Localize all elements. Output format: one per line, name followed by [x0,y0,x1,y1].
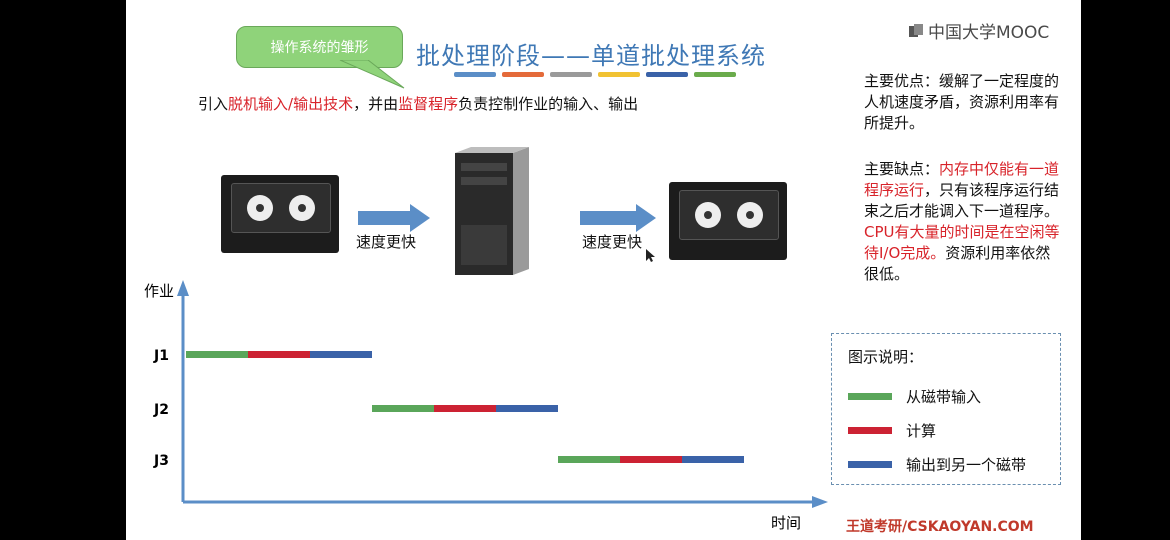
intro-part: 引入 [198,95,229,113]
x-axis-arrow-icon [812,496,828,508]
gantt-bar-j1-0 [186,351,248,358]
footer-brand: 王道考研/CSKAOYAN.COM [846,519,1034,535]
title-color-bar [454,72,496,77]
legend-label: 输出到另一个磁带 [906,456,1027,474]
arrow-right-icon [580,204,656,232]
job-label-j2: J2 [153,402,169,418]
disadvantages-text: 主要缺点：内存中仅能有一道程序运行，只有该程序运行结束之后才能调入下一道程序。C… [864,159,1064,285]
intro-highlight-monitor: 监督程序 [398,95,459,113]
y-axis-label: 作业 [144,282,174,300]
job-label-j3: J3 [153,453,169,469]
mooc-logo: 中国大学MOOC [908,18,1049,43]
slide-title: 批处理阶段——单道批处理系统 [416,42,766,70]
server-icon [455,147,529,275]
gantt-bar-j3-2 [682,456,744,463]
mouse-cursor-icon [646,249,655,262]
advantages-body: 缓解了一定程度的人机速度矛盾，资源利用率有所提升。 [864,72,1060,132]
disadvantages-body-2: 资源利用率依然很低。 [864,244,1051,283]
x-axis-label: 时间 [771,514,801,532]
title-color-bar [550,72,592,77]
legend-swatch [848,427,892,434]
legend-item-compute: 计算 [848,420,936,441]
mooc-logo-text: 中国大学MOOC [928,23,1050,43]
legend-item-output: 输出到另一个磁带 [848,454,1026,475]
intro-highlight-offline: 脱机输入/输出技术 [228,95,354,113]
mooc-logo-icon [908,23,924,39]
input-tape-icon [221,175,339,253]
callout-tail [339,60,405,89]
gantt-bar-j1-1 [248,351,310,358]
legend-swatch [848,461,892,468]
disadvantages-label: 主要缺点： [864,160,940,178]
title-color-bar [694,72,736,77]
output-tape-icon [669,182,787,260]
title-color-bar [646,72,688,77]
gantt-bar-j2-0 [372,405,434,412]
disadvantages-highlight-1: 内存中仅能有一道程序运行 [864,160,1060,199]
legend-label: 从磁带输入 [906,388,982,406]
arrow-right-icon [358,204,430,232]
gantt-bar-j2-2 [496,405,558,412]
advantages-text: 主要优点：缓解了一定程度的人机速度矛盾，资源利用率有所提升。 [864,71,1064,134]
legend-label: 计算 [906,422,937,440]
speed-label-left: 速度更快 [356,233,417,251]
advantages-label: 主要优点： [864,72,940,90]
legend-item-input: 从磁带输入 [848,386,981,407]
intro-part: 负责控制作业的输入、输出 [458,95,639,113]
legend-swatch [848,393,892,400]
y-axis-arrow-icon [177,280,189,296]
disadvantages-body-1: ，只有该程序运行结束之后才能调入下一道程序。 [864,181,1060,220]
legend-box: 图示说明： 从磁带输入 计算 输出到另一个磁带 [831,333,1061,485]
callout-bubble: 操作系统的雏形 [236,26,403,68]
legend-title: 图示说明： [848,348,924,366]
title-color-bar [598,72,640,77]
title-color-bar [502,72,544,77]
gantt-bar-j3-1 [620,456,682,463]
gantt-bar-j2-1 [434,405,496,412]
job-label-j1: J1 [153,348,169,364]
gantt-bar-j1-2 [310,351,372,358]
gantt-bar-j3-0 [558,456,620,463]
intro-part: ，并由 [353,95,399,113]
slide: 中国大学MOOC 批处理阶段——单道批处理系统 操作系统的雏形 引入脱机输入/输… [126,0,1081,540]
disadvantages-highlight-2: CPU有大量的时间是在空闲等待I/O完成。 [864,223,1060,262]
intro-text: 引入脱机输入/输出技术，并由监督程序负责控制作业的输入、输出 [198,93,638,114]
speed-label-right: 速度更快 [582,233,643,251]
title-color-bars [454,72,736,77]
